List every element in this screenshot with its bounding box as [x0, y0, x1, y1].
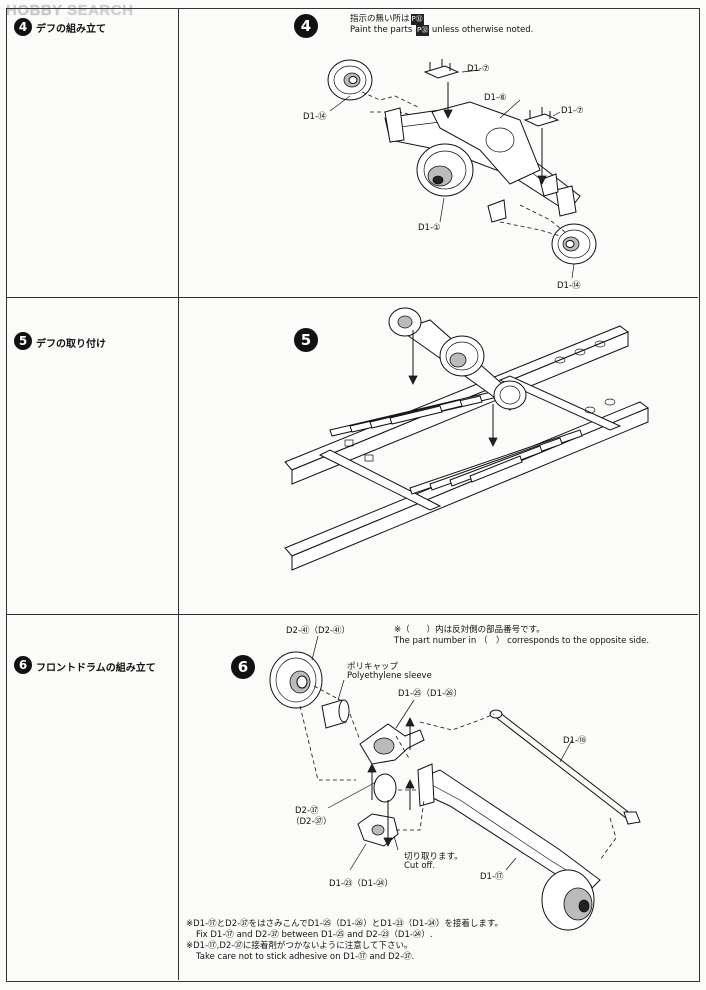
step-4-diagram-badge: 4: [294, 14, 318, 38]
assembled-hub-drum: [541, 869, 595, 931]
column-divider: [178, 8, 179, 980]
label-polycap-jp: ポリキャップ: [347, 662, 399, 672]
label-cut-en: Cut off.: [404, 861, 436, 871]
right-brake-drum: [551, 223, 597, 265]
footnote-2-jp: ※D1-⑰,D2-㊲に接着剤がつかないように注意して下さい。: [186, 941, 413, 951]
page-frame: [6, 8, 700, 982]
footnote-1-en: Fix D1-⑰ and D2-㊲ between D1-㉕ and D2-㉓（…: [196, 930, 433, 940]
backing-plate: [373, 773, 397, 803]
step-5-badge: 5: [14, 332, 32, 350]
footnote-1-jp: ※D1-⑰とD2-㊲をはさみこんでD1-㉕（D1-㉖）とD1-㉓（D1-㉔）を接…: [186, 919, 503, 929]
watermark-logo: HOBBY SEARCH: [6, 2, 133, 19]
axle-housing: [384, 101, 581, 223]
u-bolt-plate-top: [423, 59, 460, 79]
step-6-title: フロントドラムの組み立て: [36, 663, 156, 674]
step-6-opposite-note: ※（ ）内は反対側の部品番号です。 The part number in （ ）…: [394, 625, 649, 647]
label-d2-41: D2-㊶（D2-㊶）: [286, 626, 351, 636]
step-6-badge: 6: [14, 656, 32, 674]
polyethylene-sleeve: [321, 699, 350, 729]
label-d1-7-top: D1-⑦: [467, 64, 490, 74]
label-d1-25: D1-㉕（D1-㉖）: [398, 689, 463, 699]
label-cut-jp: 切り取ります。: [404, 852, 463, 862]
label-d2-37: D2-㊲: [295, 806, 319, 816]
paint-note-jp: 指示の無い所は: [350, 14, 410, 24]
footnote-2-en: Take care not to stick adhesive on D1-⑰ …: [196, 952, 415, 962]
label-d1-6: D1-⑥: [484, 93, 507, 103]
step-6-diagram-badge: 6: [231, 655, 255, 679]
u-bolt-plate-right: [523, 107, 560, 127]
step-5-title: デフの取り付け: [36, 339, 106, 350]
paint-code-badge-en: P㉜: [415, 25, 430, 36]
step-4-badge: 4: [14, 18, 32, 36]
rear-axle-assembly: [388, 307, 527, 411]
knuckle-upper: [359, 723, 425, 765]
label-d1-14-left: D1-⑭: [303, 112, 327, 122]
opposite-note-en: The part number in （ ） corresponds to th…: [394, 636, 650, 646]
label-d1-1: D1-①: [418, 223, 441, 233]
label-d1-17: D1-⑰: [480, 872, 504, 882]
step-5-diagram-badge: 5: [294, 328, 318, 352]
step-6-footnotes: ※D1-⑰とD2-㊲をはさみこんでD1-㉕（D1-㉖）とD1-㉓（D1-㉔）を接…: [186, 919, 503, 963]
left-brake-drum: [327, 59, 373, 101]
watermark-brand-left: HOBBY: [6, 2, 63, 19]
leaf-spring-right: [409, 429, 583, 495]
step-4-title: デフの組み立て: [36, 24, 106, 35]
watermark-brand-right: SEARCH: [67, 2, 134, 19]
section-divider-4-5: [6, 297, 698, 298]
section-divider-5-6: [6, 614, 698, 615]
step-4-differential-diagram: [327, 59, 597, 279]
paint-code-badge: P㉜: [410, 14, 424, 25]
step-5-differential-mounting-diagram: [284, 307, 650, 571]
label-d1-7-right: D1-⑦: [561, 106, 584, 116]
label-d1-18: D1-⑱: [563, 736, 587, 746]
label-d2-37-opposite: （D2-㊲）: [291, 817, 332, 827]
knuckle-lower: [357, 813, 399, 847]
label-d1-14-bottom: D1-⑭: [557, 281, 581, 291]
opposite-note-jp: ※（ ）内は反対側の部品番号です。: [394, 625, 545, 635]
tie-rod: [489, 709, 641, 825]
paint-note-en-prefix: Paint the parts: [350, 25, 413, 35]
paint-note-en-suffix: unless otherwise noted.: [431, 25, 534, 35]
front-brake-drum: [269, 651, 323, 709]
label-d1-23: D1-㉓（D1-㉔）: [329, 879, 394, 889]
label-polycap-en: Polyethylene sleeve: [347, 671, 432, 681]
front-axle-beam: [417, 763, 601, 895]
